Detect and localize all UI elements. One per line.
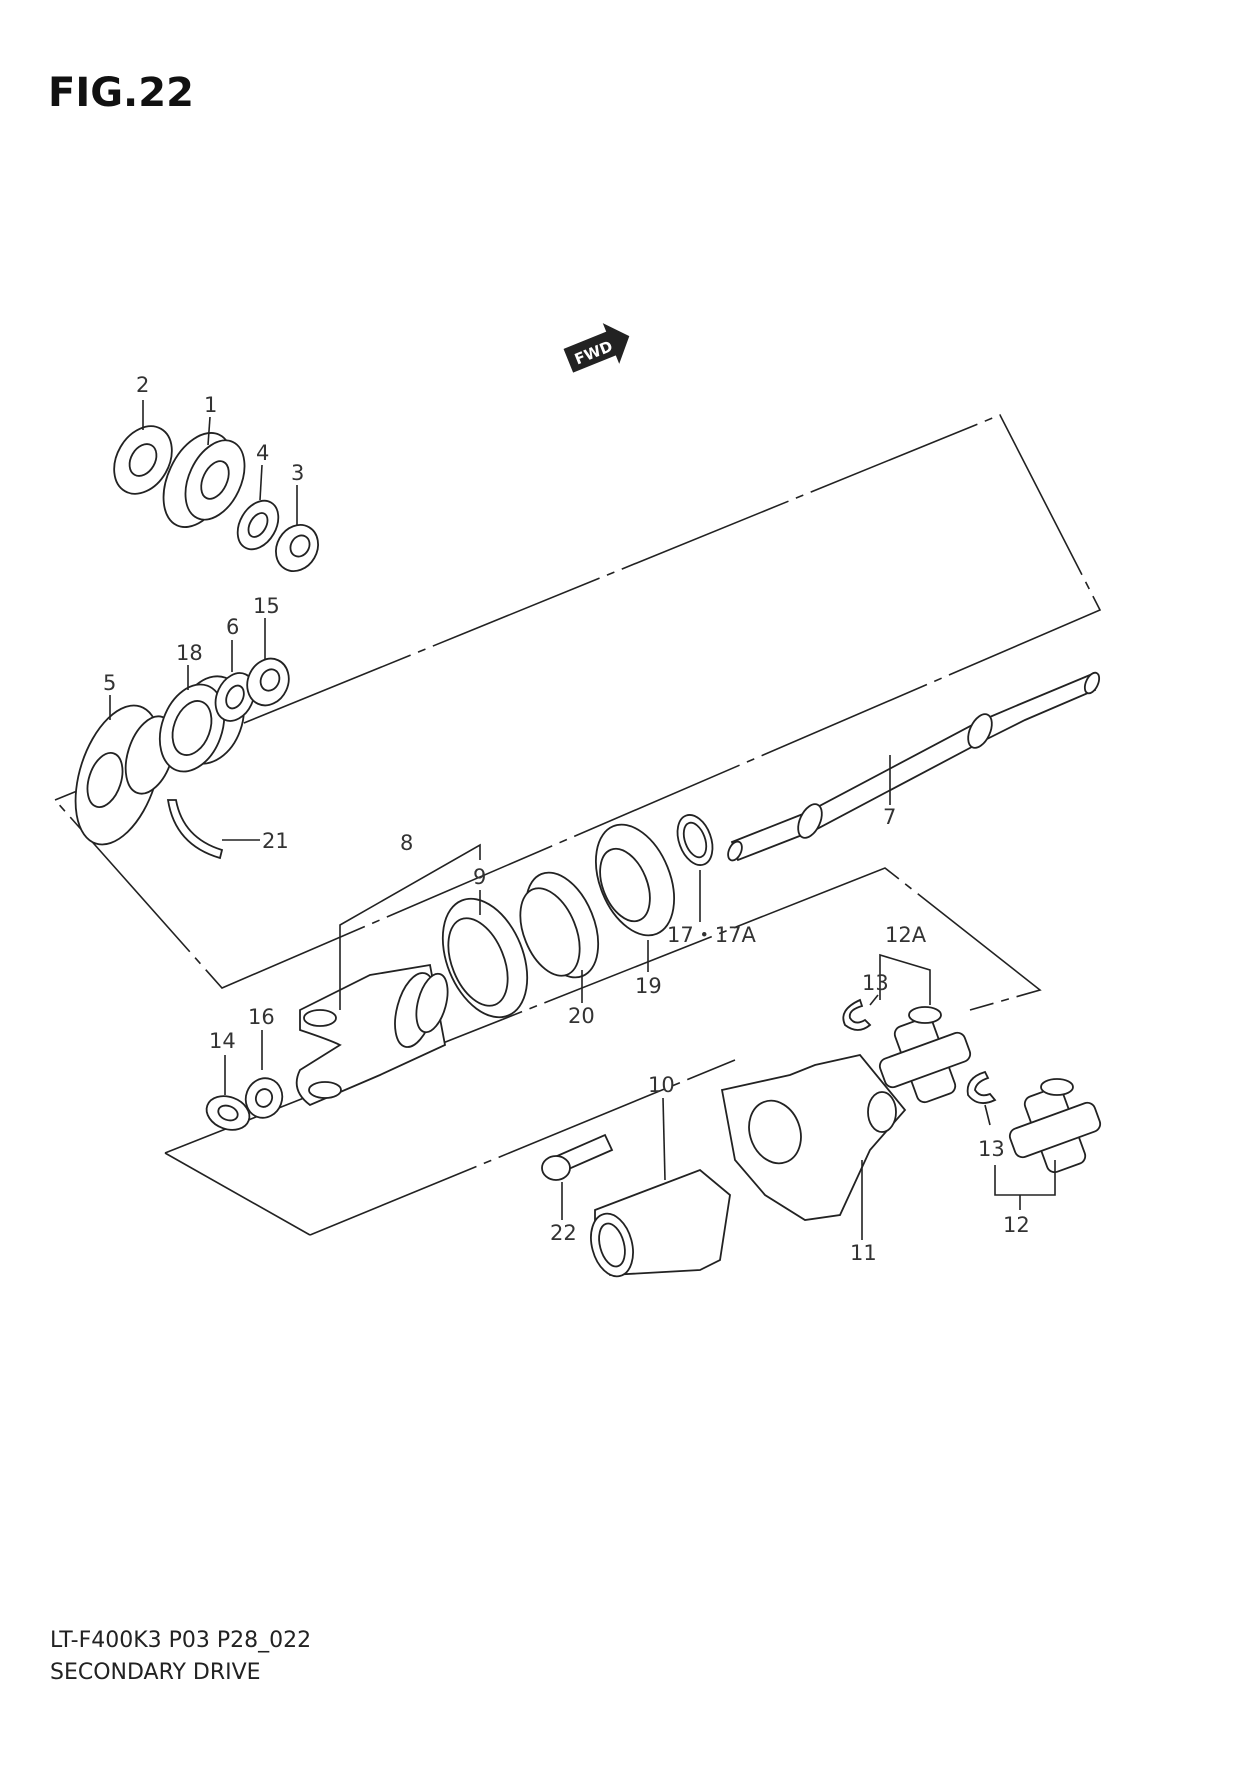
group-frame-lower-bottom: [309, 1059, 736, 1236]
circlip-13-upper: [842, 998, 872, 1031]
nut-3: [275, 524, 319, 572]
callout-1: 1: [204, 393, 217, 417]
group-frame-lower-side: [164, 1152, 311, 1236]
callout-15: 15: [253, 594, 280, 618]
shim-17: [676, 814, 714, 866]
callout-14: 14: [209, 1029, 236, 1053]
callout-6: 6: [226, 615, 239, 639]
callout-22: 22: [550, 1221, 577, 1245]
seal-20: [519, 871, 600, 979]
washer-6: [214, 672, 256, 722]
shaft-7: [727, 671, 1101, 862]
bolt-22: [541, 1133, 614, 1181]
callout-16: 16: [248, 1005, 275, 1029]
spider-joint-12a: [878, 1006, 972, 1104]
circlip-13-lower: [966, 1070, 997, 1104]
callout-18: 18: [176, 641, 203, 665]
callout-9: 9: [473, 865, 486, 889]
callout-10: 10: [648, 1073, 675, 1097]
callout-20: 20: [568, 1004, 595, 1028]
diagram-name: SECONDARY DRIVE: [50, 1660, 261, 1685]
callout-4: 4: [256, 441, 269, 465]
callout-21: 21: [262, 829, 289, 853]
diagram-code: LT-F400K3 P03 P28_022: [50, 1628, 312, 1653]
oil-seal-9: [441, 897, 529, 1019]
spider-joint-12: [1008, 1078, 1102, 1174]
callout-12a: 12A: [885, 923, 927, 947]
callout-13-lower: 13: [978, 1137, 1005, 1161]
bevel-gear-1: [162, 432, 246, 528]
group-frame-lower: [164, 867, 1042, 1154]
leader-lines: [109, 400, 1056, 1240]
callout-11: 11: [850, 1241, 877, 1265]
circlip-21: [166, 799, 224, 860]
washer-16: [244, 1077, 284, 1119]
washer-2: [113, 425, 173, 495]
callout-3: 3: [291, 461, 304, 485]
callout-17-17a: 17・17A: [667, 923, 756, 947]
flange-yoke-11: [720, 1054, 907, 1221]
washer-4: [236, 499, 280, 551]
nut-15: [246, 657, 290, 707]
nut-14: [205, 1095, 251, 1131]
callout-13-upper: 13: [862, 971, 889, 995]
group-frame-upper: [53, 413, 1102, 989]
callout-2: 2: [136, 373, 149, 397]
callout-8: 8: [400, 831, 413, 855]
fwd-arrow-badge: FWD: [563, 323, 630, 373]
callout-19: 19: [635, 974, 662, 998]
callout-7: 7: [883, 805, 896, 829]
callout-12: 12: [1003, 1213, 1030, 1237]
figure-title: FIG.22: [48, 70, 194, 116]
yoke-8: [295, 963, 449, 1107]
callout-5: 5: [103, 671, 116, 695]
flange-10: [590, 1168, 731, 1278]
bearing-19: [595, 823, 675, 937]
